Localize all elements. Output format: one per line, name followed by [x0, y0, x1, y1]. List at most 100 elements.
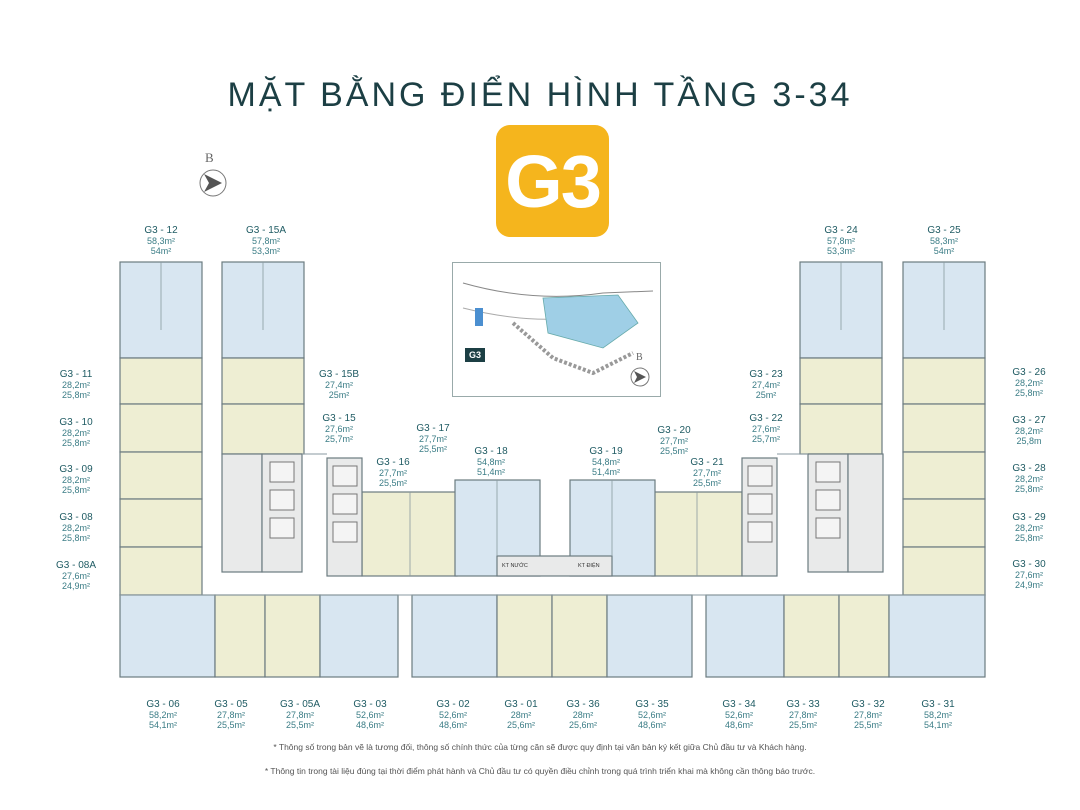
- kt-nuoc-label: KT NƯỚC: [502, 563, 528, 569]
- unit-area-gross: 28,2m²: [1014, 474, 1043, 484]
- unit-area-net: 25,5m²: [418, 444, 447, 454]
- unit-area-gross: 58,3m²: [929, 236, 958, 246]
- unit-area-net: 25,8m²: [61, 390, 90, 400]
- unit-area-gross: 28,2m²: [61, 523, 90, 533]
- unit-area-net: 25,5m²: [659, 446, 688, 456]
- unit-code: G3 - 10: [59, 417, 93, 428]
- unit-area-gross: 28,2m²: [1014, 378, 1043, 388]
- unit-area-gross: 27,4m²: [324, 380, 353, 390]
- site-map-compass-letter: B: [636, 352, 643, 363]
- kt-dien-label: KT ĐIỆN: [578, 563, 600, 569]
- unit-area-net: 25,8m²: [61, 533, 90, 543]
- unit-code: G3 - 02: [436, 699, 470, 710]
- unit-area-gross: 27,6m²: [1014, 570, 1043, 580]
- unit-area-gross: 57,8m²: [251, 236, 280, 246]
- unit-area-gross: 27,7m²: [418, 434, 447, 444]
- unit-code: G3 - 15A: [245, 225, 287, 236]
- unit-area-net: 54m²: [933, 246, 955, 256]
- unit-area-net: 53,3m²: [826, 246, 855, 256]
- compass-letter: B: [205, 150, 214, 165]
- unit-area-gross: 57,8m²: [826, 236, 855, 246]
- compass-icon: [199, 169, 227, 197]
- site-map-drawing: [462, 282, 654, 376]
- unit-area-net: 53,3m²: [251, 246, 280, 256]
- unit-code: G3 - 28: [1012, 463, 1046, 474]
- page-title: MẶT BẰNG ĐIỂN HÌNH TẦNG 3-34: [227, 76, 853, 114]
- note-1: * Thông số trong bản vẽ là tương đối, th…: [273, 742, 807, 752]
- unit-area-net: 25,5m²: [788, 720, 817, 730]
- site-map-tag: G3: [465, 348, 485, 362]
- unit-code: G3 - 20: [657, 425, 691, 436]
- unit-code: G3 - 34: [722, 699, 756, 710]
- unit-area-net: 25,8m²: [61, 485, 90, 495]
- unit-area-net: 48,6m²: [724, 720, 753, 730]
- unit-code: G3 - 16: [376, 457, 410, 468]
- unit-code: G3 - 27: [1012, 415, 1046, 426]
- site-map-compass: B: [628, 352, 652, 390]
- unit-area-gross: 28m²: [572, 710, 594, 720]
- unit-code: G3 - 09: [59, 464, 93, 475]
- unit-area-net: 54,1m²: [923, 720, 952, 730]
- unit-area-net: 25,8m²: [1014, 388, 1043, 398]
- unit-area-gross: 27,7m²: [378, 468, 407, 478]
- unit-area-gross: 54,8m²: [476, 457, 505, 467]
- unit-code: G3 - 36: [566, 699, 600, 710]
- unit-code: G3 - 06: [146, 699, 180, 710]
- unit-area-net: 48,6m²: [355, 720, 384, 730]
- unit-area-net: 25,5m²: [285, 720, 314, 730]
- unit-area-net: 25m²: [328, 390, 350, 400]
- unit-area-gross: 27,8m²: [853, 710, 882, 720]
- unit-area-gross: 27,7m²: [659, 436, 688, 446]
- unit-area-gross: 27,8m²: [285, 710, 314, 720]
- note-2: * Thông tin trong tài liệu đúng tại thời…: [264, 766, 816, 776]
- site-compass-icon: [630, 367, 650, 387]
- unit-area-gross: 28,2m²: [61, 380, 90, 390]
- unit-area-gross: 28,2m²: [1014, 523, 1043, 533]
- unit-code: G3 - 30: [1012, 559, 1046, 570]
- unit-area-gross: 52,6m²: [355, 710, 384, 720]
- unit-area-net: 25,5m²: [853, 720, 882, 730]
- unit-area-gross: 27,6m²: [324, 424, 353, 434]
- unit-area-net: 24,9m²: [61, 581, 90, 591]
- unit-area-net: 54,1m²: [148, 720, 177, 730]
- unit-area-gross: 52,6m²: [724, 710, 753, 720]
- unit-area-gross: 27,6m²: [61, 571, 90, 581]
- unit-code: G3 - 21: [690, 457, 724, 468]
- unit-code: G3 - 11: [59, 369, 93, 380]
- unit-area-net: 25,7m²: [324, 434, 353, 444]
- unit-area-net: 25,5m²: [378, 478, 407, 488]
- unit-code: G3 - 05: [214, 699, 248, 710]
- unit-area-gross: 28,2m²: [61, 428, 90, 438]
- unit-code: G3 - 15B: [318, 369, 360, 380]
- unit-code: G3 - 08: [59, 512, 93, 523]
- unit-code: G3 - 31: [921, 699, 955, 710]
- unit-area-net: 51,4m²: [591, 467, 620, 477]
- unit-code: G3 - 08A: [55, 560, 97, 571]
- unit-code: G3 - 03: [353, 699, 387, 710]
- unit-code: G3 - 22: [749, 413, 783, 424]
- unit-code: G3 - 32: [851, 699, 885, 710]
- unit-area-gross: 58,3m²: [146, 236, 175, 246]
- unit-code: G3 - 33: [786, 699, 820, 710]
- unit-area-net: 25,5m²: [216, 720, 245, 730]
- unit-area-gross: 54,8m²: [591, 457, 620, 467]
